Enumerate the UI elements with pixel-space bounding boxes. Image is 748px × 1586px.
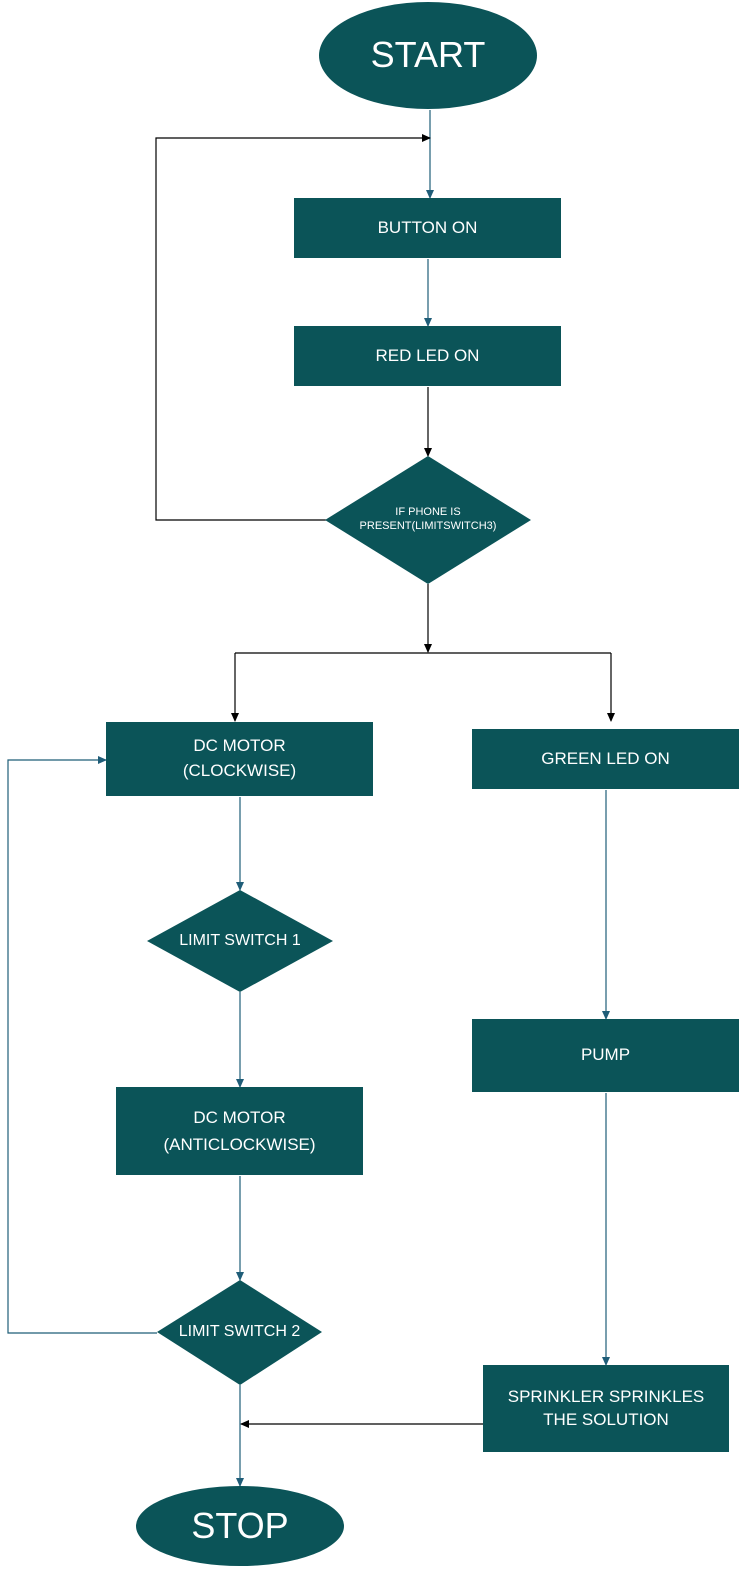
process-red-led-on: RED LED ON (294, 326, 561, 386)
dc-motor-anticlockwise-label: DC MOTOR (ANTICLOCKWISE) (163, 1107, 316, 1154)
process-pump: PUMP (472, 1019, 739, 1092)
start-terminal: START (319, 2, 537, 109)
stop-label: STOP (191, 1504, 289, 1546)
decision-phone-present-shape (325, 456, 531, 584)
process-dc-motor-clockwise: DC MOTOR (CLOCKWISE) (106, 722, 373, 796)
decision-limit-switch-2-shape (157, 1280, 322, 1385)
start-label: START (370, 34, 486, 76)
button-on-label: BUTTON ON (377, 217, 478, 237)
process-button-on: BUTTON ON (294, 198, 561, 258)
decision-limit-switch-1-shape (147, 890, 333, 992)
process-sprinkler: SPRINKLER SPRINKLES THE SOLUTION (483, 1365, 729, 1452)
connector-decision-loop-back (155, 134, 431, 521)
sprinkler-label: SPRINKLER SPRINKLES THE SOLUTION (507, 1386, 705, 1429)
decision-limit-switch-1-label: LIMIT SWITCH 1 (179, 932, 301, 949)
stop-terminal: STOP (136, 1486, 344, 1566)
green-led-on-label: GREEN LED ON (541, 748, 670, 768)
decision-phone-present-label: IF PHONE IS PRESENT(LIMITSWITCH3) (359, 506, 497, 532)
connector-limit-2-loop-back (7, 756, 157, 1334)
pump-label: PUMP (580, 1045, 631, 1065)
process-green-led-on: GREEN LED ON (472, 729, 739, 789)
red-led-on-label: RED LED ON (375, 345, 480, 365)
process-dc-motor-anticlockwise: DC MOTOR (ANTICLOCKWISE) (116, 1087, 363, 1175)
decision-limit-switch-2-label: LIMIT SWITCH 2 (178, 1323, 301, 1340)
dc-motor-clockwise-label: DC MOTOR (CLOCKWISE) (182, 736, 297, 780)
